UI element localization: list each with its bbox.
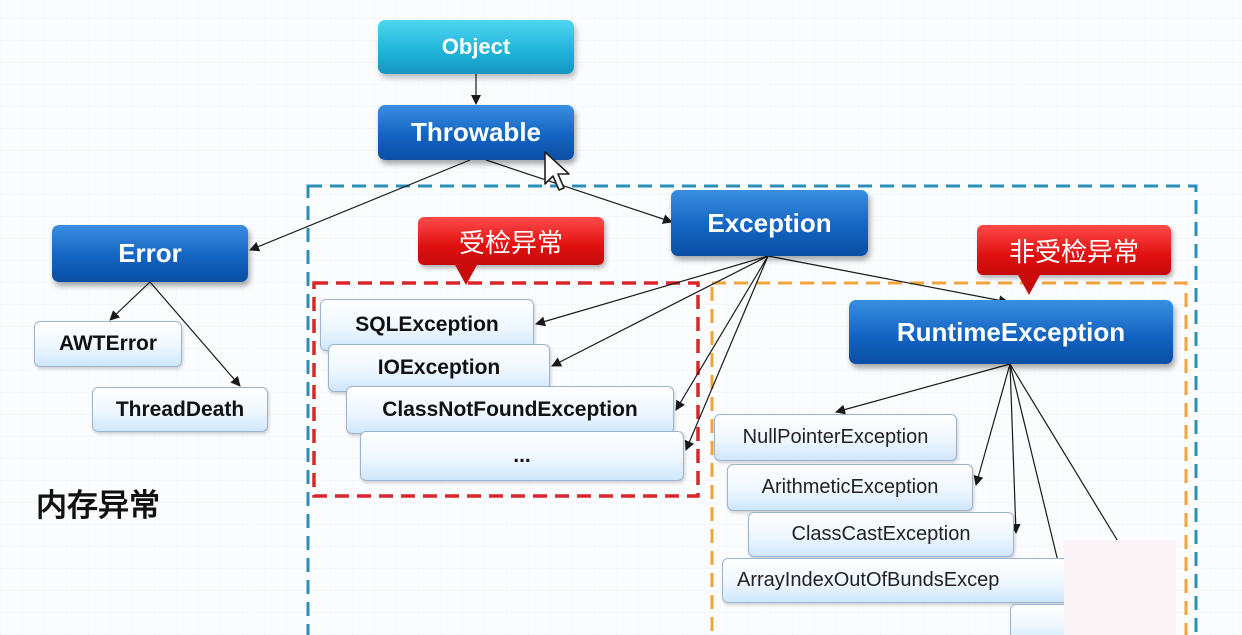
unchecked-exception-box	[710, 281, 1188, 635]
edge-runtime-more	[1009, 363, 1123, 549]
edge-exception-runtime	[767, 255, 1009, 306]
edge-exception-more	[684, 255, 769, 451]
class-not-found-exception-node: ClassNotFoundException	[346, 386, 674, 434]
threaddeath-node: ThreadDeath	[92, 387, 268, 432]
arithmetic-exception-node: ArithmeticException	[727, 464, 973, 511]
exception-node: Exception	[671, 190, 868, 256]
class-cast-exception-node: ClassCastException	[748, 512, 1014, 557]
throwable-node: Throwable	[378, 105, 574, 160]
edge-throwable-error	[249, 159, 471, 252]
edge-runtime-nullpointer	[835, 363, 1011, 415]
edge-error-threaddeath	[149, 281, 241, 387]
unchecked-exception-callout: 非受检异常	[977, 225, 1171, 295]
edge-exception-sql	[535, 255, 769, 327]
edge-throwable-exception	[485, 159, 673, 224]
edge-runtime-classcast	[1009, 363, 1021, 534]
mouse-pointer-icon	[544, 151, 570, 191]
object-node: Object	[378, 20, 574, 74]
edge-runtime-arrayindex	[1009, 363, 1065, 579]
checked-exception-box	[312, 281, 700, 498]
io-exception-node: IOException	[328, 344, 550, 392]
edge-exception-io	[551, 255, 769, 367]
edge-runtime-arithmetic	[973, 363, 1011, 486]
edge-error-awterror	[109, 281, 151, 321]
sql-exception-node: SQLException	[320, 299, 534, 351]
checked-exception-callout: 受检异常	[418, 217, 604, 285]
faded-overlay	[1064, 540, 1176, 635]
memory-exception-label: 内存异常	[36, 488, 160, 524]
edge-exception-classnotfound	[675, 255, 769, 411]
exception-group-box	[306, 184, 1198, 635]
null-pointer-exception-node: NullPointerException	[714, 414, 957, 461]
runtime-exception-node: RuntimeException	[849, 300, 1173, 364]
awterror-node: AWTError	[34, 321, 182, 367]
array-index-exception-node: ArrayIndexOutOfBundsExcep	[722, 558, 1090, 603]
more-checked-exceptions-node: ...	[360, 431, 684, 481]
error-node: Error	[52, 225, 248, 282]
